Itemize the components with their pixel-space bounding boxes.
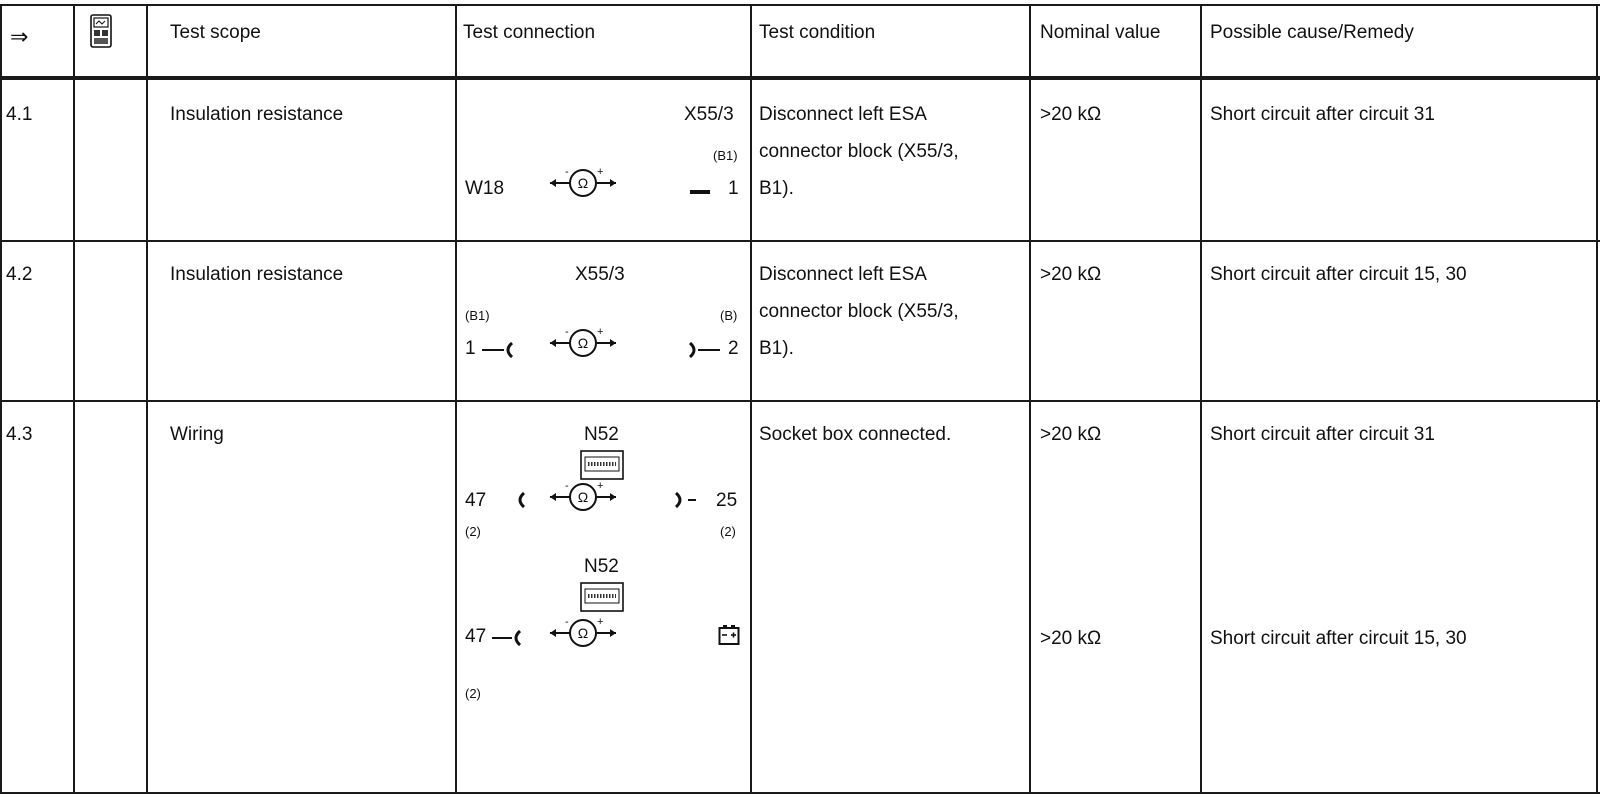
pin-number: 47 <box>465 626 487 647</box>
svg-text:+: + <box>597 616 603 628</box>
connector-close-icon <box>686 340 722 365</box>
nominal-value: >20 kΩ <box>1040 424 1102 445</box>
svg-text:Ω: Ω <box>578 335 588 351</box>
component-ref: (2) <box>465 524 481 539</box>
svg-text:-: - <box>565 326 569 338</box>
ground-symbol <box>690 190 710 194</box>
column-divider <box>750 4 752 794</box>
test-condition-line: connector block (X55/3, <box>759 301 959 322</box>
svg-text:-: - <box>565 480 569 492</box>
header-bottom-rule <box>0 76 1600 80</box>
component-ref: (B1) <box>465 308 490 323</box>
header-possible-cause: Possible cause/Remedy <box>1210 22 1414 43</box>
svg-text:+: + <box>597 480 603 492</box>
connector-open-icon <box>490 628 524 653</box>
column-divider <box>1596 4 1598 794</box>
arrow-header: ⇒ <box>10 24 29 49</box>
test-scope: Insulation resistance <box>170 104 344 125</box>
table-top-border <box>0 4 1600 6</box>
possible-cause: Short circuit after circuit 31 <box>1210 104 1435 125</box>
ohmmeter-icon: Ω - + <box>548 166 618 205</box>
svg-text:-: - <box>565 166 569 178</box>
test-condition-line: Disconnect left ESA <box>759 104 927 125</box>
pin-number: 1 <box>465 338 476 359</box>
svg-text:Ω: Ω <box>578 489 588 505</box>
connector-open-icon <box>508 490 528 515</box>
test-scope: Wiring <box>170 424 224 445</box>
connector-open-icon <box>480 340 516 365</box>
column-divider <box>73 4 75 794</box>
header-nominal-value: Nominal value <box>1040 22 1161 43</box>
table-bottom-border <box>0 792 1600 794</box>
test-condition-line: connector block (X55/3, <box>759 141 959 162</box>
column-divider <box>1029 4 1031 794</box>
step-number: 4.3 <box>6 424 33 445</box>
possible-cause: Short circuit after circuit 31 <box>1210 424 1435 445</box>
column-divider <box>455 4 457 794</box>
nominal-value: >20 kΩ <box>1040 628 1102 649</box>
column-divider <box>1200 4 1202 794</box>
column-divider <box>146 4 148 794</box>
nominal-value: >20 kΩ <box>1040 264 1102 285</box>
ohmmeter-icon: Ω - + <box>548 480 618 519</box>
svg-text:+: + <box>597 166 603 178</box>
battery-icon <box>718 624 740 651</box>
ohmmeter-icon: Ω - + <box>548 616 618 655</box>
socket-box-icon <box>580 582 624 617</box>
svg-text:Ω: Ω <box>578 175 588 191</box>
ohmmeter-icon: Ω - + <box>548 326 618 365</box>
component-label: N52 <box>584 424 619 445</box>
component-label: N52 <box>584 556 619 577</box>
test-scope: Insulation resistance <box>170 264 344 285</box>
row-divider <box>0 400 1600 402</box>
pin-number: 2 <box>728 338 739 359</box>
header-test-connection: Test connection <box>463 22 596 43</box>
nominal-value: >20 kΩ <box>1040 104 1102 125</box>
test-condition-line: Socket box connected. <box>759 424 952 445</box>
measure-point: W18 <box>465 178 505 199</box>
multimeter-icon <box>90 14 112 53</box>
connector-close-icon <box>672 490 698 515</box>
step-number: 4.1 <box>6 104 33 125</box>
svg-text:Ω: Ω <box>578 625 588 641</box>
svg-text:-: - <box>565 616 569 628</box>
component-ref: (2) <box>720 524 736 539</box>
pin-number: 47 <box>465 490 487 511</box>
component-ref: (B1) <box>713 148 738 163</box>
possible-cause: Short circuit after circuit 15, 30 <box>1210 628 1467 649</box>
svg-text:+: + <box>597 326 603 338</box>
pin-number: 25 <box>716 490 738 511</box>
header-test-condition: Test condition <box>759 22 876 43</box>
socket-box-icon <box>580 450 624 485</box>
test-condition-line: Disconnect left ESA <box>759 264 927 285</box>
component-ref: (B) <box>720 308 738 323</box>
test-condition-line: B1). <box>759 178 794 199</box>
row-divider <box>0 240 1600 242</box>
test-condition-line: B1). <box>759 338 794 359</box>
header-test-scope: Test scope <box>170 22 261 43</box>
pin-number: 1 <box>728 178 739 199</box>
possible-cause: Short circuit after circuit 15, 30 <box>1210 264 1467 285</box>
component-ref: (2) <box>465 686 481 701</box>
column-divider <box>0 4 2 794</box>
step-number: 4.2 <box>6 264 33 285</box>
component-label: X55/3 <box>684 104 734 125</box>
component-label: X55/3 <box>575 264 625 285</box>
